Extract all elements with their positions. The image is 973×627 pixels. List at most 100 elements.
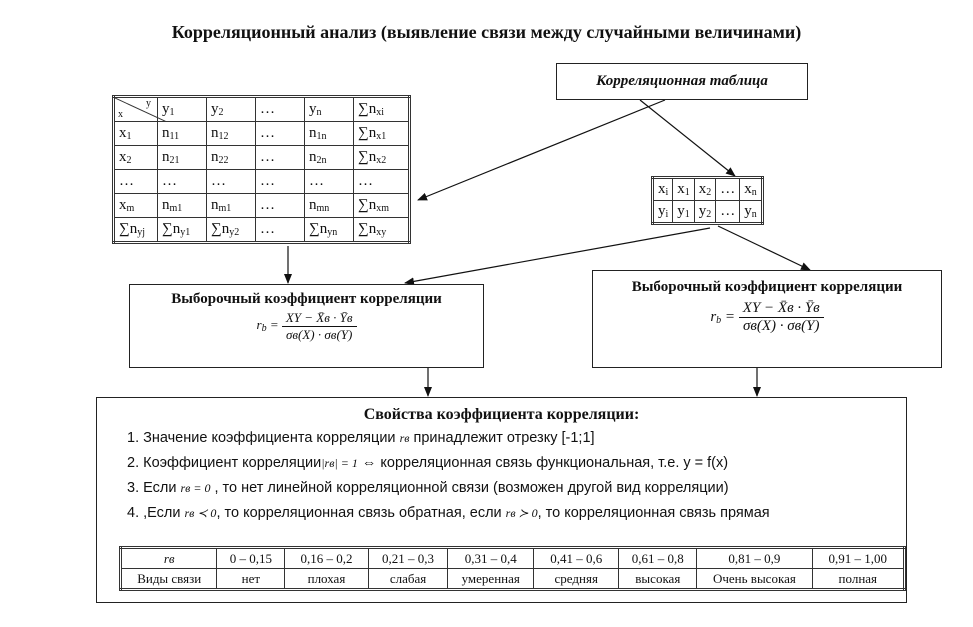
property-math: |rв| = 1 [321,456,358,470]
properties-title: Свойства коэффициента корреляции: [363,406,640,423]
scale-range-cell: 0,31 – 0,4 [447,547,535,569]
corner-cell: x y [113,96,167,122]
big-table-cell: x2 [113,145,158,170]
scale-label-cell: умеренная [447,568,535,590]
right-formula-denominator: σв(X) · σв(Y) [742,318,820,334]
scale-label-cell: Виды связи [119,568,218,590]
arrow-small-table-to-right-coef [717,225,811,271]
big-table-cell: ∑nxy [353,217,410,243]
big-table-cell: n11 [157,121,207,146]
corner-diagonal [115,98,167,122]
big-table-cell: n21 [157,145,207,170]
scale-label-cell: плохая [284,568,369,590]
big-table-cell: … [206,169,256,194]
property-item: 1. Значение коэффициента корреляции rв п… [127,426,906,451]
big-table-cell: x1 [113,121,158,146]
property-text: принадлежит отрезку [-1;1] [409,430,595,446]
scale-range-cell: 0,81 – 0,9 [696,547,813,569]
scale-range-cell: 0,61 – 0,8 [618,547,698,569]
left-coefficient-formula: rb = XY − X̄в · Ȳв σв(X) · σв(Y) [130,310,483,343]
corner-x-label: x [118,109,123,120]
big-table-header-cell: … [255,96,305,122]
big-table-row: ∑nyj∑ny1∑ny2…∑nyn∑nxy [113,217,410,243]
correlation-table-label-box: Корреляционная таблица [556,63,808,100]
property-math: rв = 0 [180,481,211,495]
right-formula-lhs: rb = [710,308,739,326]
big-table-row: ……………… [113,169,410,194]
property-text: 1. Значение коэффициента корреляции [127,430,400,446]
correlation-table-label: Корреляционная таблица [596,73,768,89]
big-table-cell: … [255,169,305,194]
property-text: 3. Если [127,480,181,496]
small-table-cell: xi [651,177,674,201]
property-text: 2. Коэффициент корреляции [127,455,322,471]
big-table-header-cell: yn [304,96,354,122]
big-table-cell: ∑nyn [304,217,354,243]
big-table-cell: … [255,121,305,146]
small-table-cell: x1 [672,177,695,201]
scale-range-cell: 0,91 – 1,00 [811,547,906,569]
big-table-cell: n1n [304,121,354,146]
big-table-cell: … [255,145,305,170]
small-table-cell: … [715,200,741,224]
property-item: 3. Если rв = 0 , то нет линейной корреля… [127,476,906,501]
left-formula-fraction: XY − X̄в · Ȳв σв(X) · σв(Y) [281,310,357,343]
right-coefficient-title: Выборочный коэффициент корреляции [631,279,903,295]
properties-box: Свойства коэффициента корреляции: 1. Зна… [96,397,907,603]
small-table-cell: yn [739,200,763,224]
property-text: , то корреляционная связь обратная, если [216,505,506,521]
big-table-cell: ∑nyj [113,217,158,243]
right-formula-numerator: XY − X̄в · Ȳв [738,300,824,318]
big-table-cell: n12 [206,121,256,146]
arrow-small-table-to-left-coef [404,227,711,286]
big-table-cell: nm1 [157,193,207,218]
big-table-cell: … [353,169,410,194]
scale-label-cell: высокая [618,568,698,590]
big-table-cell: ∑ny1 [157,217,207,243]
page-title: Корреляционный анализ (выявление связи м… [171,22,802,42]
big-table-header-cell: y2 [206,96,256,122]
right-formula-fraction: XY − X̄в · Ȳв σв(X) · σв(Y) [738,300,824,335]
corner-y-label: y [146,98,151,109]
left-coefficient-title: Выборочный коэффициент корреляции [171,291,442,307]
big-table-cell: n22 [206,145,256,170]
big-table-cell: … [157,169,207,194]
property-math: rв [399,431,410,445]
big-table-cell: ∑nxm [353,193,410,218]
big-table-cell: … [304,169,354,194]
small-table-cell: x2 [693,177,717,201]
scale-label-cell: средняя [533,568,620,590]
big-table-cell: … [255,193,305,218]
arrow-label-to-small-table [639,99,736,177]
big-table-cell: nmn [304,193,354,218]
big-table-cell: ∑nx2 [353,145,410,170]
scale-label-cell: Очень высокая [696,568,813,590]
arrow-label-to-big-table [417,99,666,201]
right-coefficient-box: Выборочный коэффициент корреляции rb = X… [592,270,942,368]
scale-range-cell: rв [119,547,218,569]
left-formula-lhs: rb = [256,317,282,335]
property-text: , то корреляционная связь прямая [537,505,770,521]
scale-range-cell: 0,21 – 0,3 [367,547,449,569]
scale-range-cell: 0 – 0,15 [216,547,286,569]
scale-range-cell: 0,41 – 0,6 [533,547,620,569]
property-text: ⇔ корреляционная связь функциональная, т… [357,455,729,471]
property-math: rв ≺ 0 [184,506,217,520]
properties-list: 1. Значение коэффициента корреляции rв п… [127,426,906,526]
small-table-cell: y1 [672,200,695,224]
scale-label-cell: нет [216,568,286,590]
property-math: rв ≻ 0 [505,506,538,520]
